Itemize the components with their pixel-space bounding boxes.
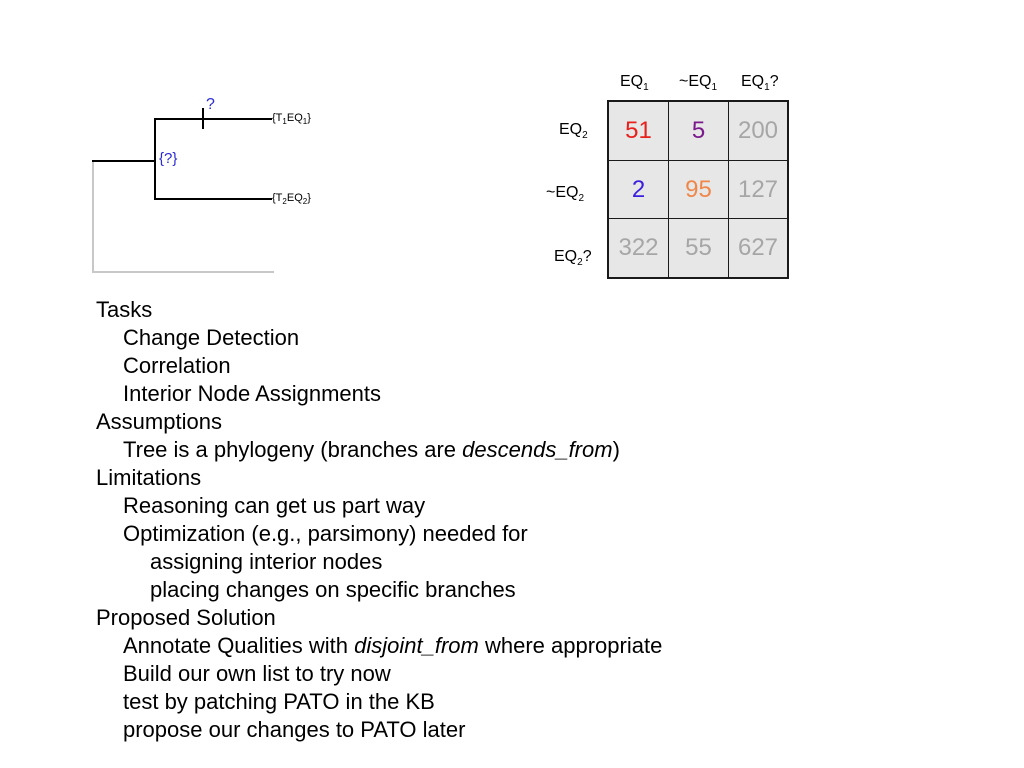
matrix-cell: 51: [609, 102, 669, 161]
col-header-eq1: EQ1: [620, 73, 649, 94]
matrix-cell: 200: [729, 102, 787, 161]
item-assigning-interior: assigning interior nodes: [150, 549, 383, 574]
heading-limitations: Limitations: [96, 465, 202, 490]
matrix-cell: 322: [609, 219, 669, 277]
outline-list: Tasks Change Detection Correlation Inter…: [96, 296, 662, 744]
leaf-label-bottom: {T2EQ2}: [272, 192, 311, 207]
matrix-cell: 127: [729, 161, 787, 219]
row-header-not-eq2: ~EQ2: [546, 184, 585, 205]
heading-proposed-solution: Proposed Solution: [96, 605, 276, 630]
leaf-label-top: {T1EQ1}: [272, 112, 311, 127]
item-tree-phylogeny: Tree is a phylogeny (branches are descen…: [123, 437, 620, 462]
phylogeny-tree: [92, 108, 274, 273]
matrix-cell: 627: [737, 234, 779, 261]
item-placing-changes: placing changes on specific branches: [150, 577, 516, 602]
col-header-not-eq1: ~EQ1: [679, 73, 718, 94]
matrix-cell: 5: [669, 102, 729, 161]
matrix-cell: 95: [669, 161, 729, 219]
heading-assumptions: Assumptions: [96, 409, 222, 434]
item-propose-changes: propose our changes to PATO later: [123, 717, 466, 742]
contingency-matrix: 51 5 200 2 95 127 322 55 627: [607, 100, 789, 279]
matrix-cell: 55: [669, 219, 729, 277]
item-change-detection: Change Detection: [123, 325, 300, 350]
matrix-cell: 2: [609, 161, 669, 219]
col-header-eq1-unknown: EQ1?: [741, 73, 779, 94]
root-state-label: {?}: [159, 150, 178, 167]
row-header-eq2: EQ2: [559, 121, 588, 142]
item-reasoning: Reasoning can get us part way: [123, 493, 426, 518]
item-build-list: Build our own list to try now: [123, 661, 391, 686]
change-question-mark: ?: [206, 96, 215, 113]
row-header-eq2-unknown: EQ2?: [554, 248, 592, 269]
heading-tasks: Tasks: [96, 297, 153, 322]
item-optimization: Optimization (e.g., parsimony) needed fo…: [123, 521, 528, 546]
item-interior-node-assignments: Interior Node Assignments: [123, 381, 382, 406]
item-annotate-qualities: Annotate Qualities with disjoint_from wh…: [123, 633, 663, 658]
item-correlation: Correlation: [123, 353, 231, 378]
item-test-patching: test by patching PATO in the KB: [123, 689, 435, 714]
